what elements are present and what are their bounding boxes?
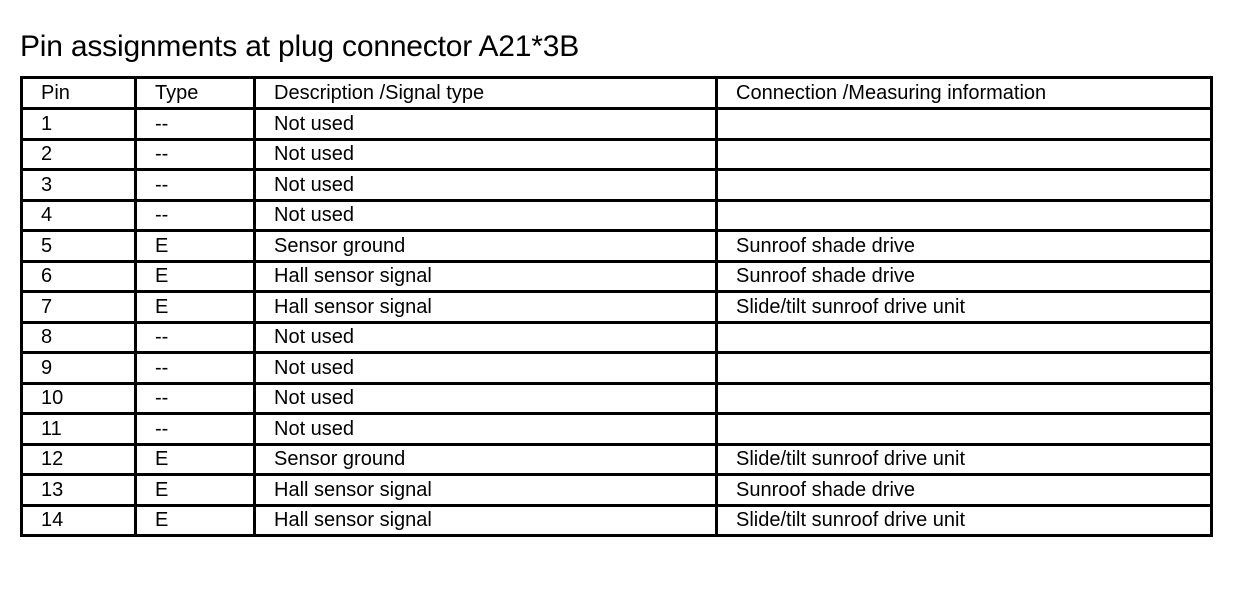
cell-desc: Not used: [253, 198, 718, 232]
cell-desc: Sensor ground: [253, 442, 718, 476]
cell-type: E: [134, 473, 256, 507]
cell-conn: [715, 137, 1213, 171]
table-row: 8--Not used: [20, 320, 1213, 354]
cell-type: --: [134, 107, 256, 141]
cell-type: --: [134, 137, 256, 171]
table-row: 11--Not used: [20, 412, 1213, 446]
cell-pin: 1: [20, 107, 137, 141]
cell-type: E: [134, 442, 256, 476]
cell-conn: Slide/tilt sunroof drive unit: [715, 442, 1213, 476]
cell-type: --: [134, 168, 256, 202]
cell-pin: 10: [20, 381, 137, 415]
page-title: Pin assignments at plug connector A21*3B: [20, 30, 580, 64]
cell-conn: [715, 381, 1213, 415]
cell-pin: 7: [20, 290, 137, 324]
cell-desc: Hall sensor signal: [253, 259, 718, 293]
table-row: 3--Not used: [20, 168, 1213, 202]
cell-desc: Not used: [253, 412, 718, 446]
cell-type: E: [134, 503, 256, 537]
column-header-connection: Connection /Measuring information: [715, 76, 1213, 110]
table-row: 10--Not used: [20, 381, 1213, 415]
cell-desc: Hall sensor signal: [253, 290, 718, 324]
cell-type: --: [134, 351, 256, 385]
cell-desc: Not used: [253, 320, 718, 354]
cell-pin: 14: [20, 503, 137, 537]
cell-type: E: [134, 229, 256, 263]
cell-pin: 13: [20, 473, 137, 507]
cell-conn: [715, 168, 1213, 202]
cell-pin: 2: [20, 137, 137, 171]
cell-pin: 8: [20, 320, 137, 354]
cell-conn: Sunroof shade drive: [715, 473, 1213, 507]
cell-desc: Hall sensor signal: [253, 473, 718, 507]
cell-desc: Not used: [253, 107, 718, 141]
cell-pin: 9: [20, 351, 137, 385]
cell-conn: [715, 412, 1213, 446]
cell-pin: 11: [20, 412, 137, 446]
cell-conn: Sunroof shade drive: [715, 259, 1213, 293]
cell-desc: Not used: [253, 381, 718, 415]
cell-pin: 12: [20, 442, 137, 476]
cell-pin: 4: [20, 198, 137, 232]
cell-desc: Not used: [253, 351, 718, 385]
cell-desc: Not used: [253, 137, 718, 171]
cell-pin: 6: [20, 259, 137, 293]
cell-type: --: [134, 381, 256, 415]
cell-conn: [715, 320, 1213, 354]
cell-type: E: [134, 259, 256, 293]
cell-pin: 5: [20, 229, 137, 263]
column-header-description: Description /Signal type: [253, 76, 718, 110]
table-row: 9--Not used: [20, 351, 1213, 385]
cell-desc: Hall sensor signal: [253, 503, 718, 537]
cell-conn: [715, 198, 1213, 232]
table-row: 1--Not used: [20, 107, 1213, 141]
cell-conn: Slide/tilt sunroof drive unit: [715, 503, 1213, 537]
table-row: 4--Not used: [20, 198, 1213, 232]
cell-desc: Not used: [253, 168, 718, 202]
cell-conn: [715, 107, 1213, 141]
table-header-row: Pin Type Description /Signal type Connec…: [20, 76, 1213, 110]
cell-type: --: [134, 412, 256, 446]
cell-pin: 3: [20, 168, 137, 202]
column-header-type: Type: [134, 76, 256, 110]
cell-type: E: [134, 290, 256, 324]
table-header: Pin Type Description /Signal type Connec…: [20, 76, 1213, 110]
cell-type: --: [134, 198, 256, 232]
cell-conn: [715, 351, 1213, 385]
column-header-pin: Pin: [20, 76, 137, 110]
cell-type: --: [134, 320, 256, 354]
pin-assignment-table: Pin Type Description /Signal type Connec…: [20, 76, 1213, 537]
cell-desc: Sensor ground: [253, 229, 718, 263]
cell-conn: Slide/tilt sunroof drive unit: [715, 290, 1213, 324]
table-row: 2--Not used: [20, 137, 1213, 171]
cell-conn: Sunroof shade drive: [715, 229, 1213, 263]
